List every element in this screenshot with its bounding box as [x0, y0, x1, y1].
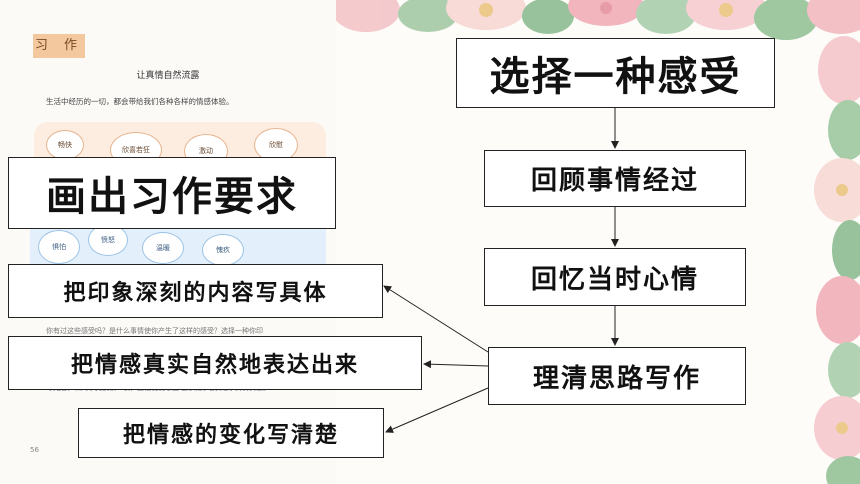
emotion-bubble: 温暖	[142, 232, 184, 264]
requirement-box-2: 把情感真实自然地表达出来	[8, 336, 422, 390]
step-box-3: 回忆当时心情	[484, 248, 746, 306]
page-number: 56	[30, 446, 39, 454]
requirement-box-3: 把情感的变化写清楚	[78, 408, 384, 458]
section-badge: 习 作	[33, 34, 85, 58]
page-intro: 生活中经历的一切，都会带给我们各种各样的情感体验。	[46, 97, 234, 106]
step-box-1: 选择一种感受	[456, 38, 775, 108]
page-title: 让真情自然流露	[136, 71, 200, 81]
emotion-bubble: 欣慰	[254, 128, 298, 162]
left-title-box: 画出习作要求	[8, 157, 336, 229]
emotion-bubble: 惧怕	[38, 230, 80, 264]
requirement-box-1: 把印象深刻的内容写具体	[8, 264, 383, 318]
step-box-4: 理清思路写作	[488, 347, 746, 405]
emotion-bubble: 愧疚	[202, 234, 244, 266]
step-box-2: 回顾事情经过	[484, 150, 746, 207]
emotion-bubble: 畅快	[46, 130, 84, 160]
page-text-line: 你有过这些感受吗？是什么事情使你产生了这样的感受？选择一种你印	[46, 327, 263, 335]
